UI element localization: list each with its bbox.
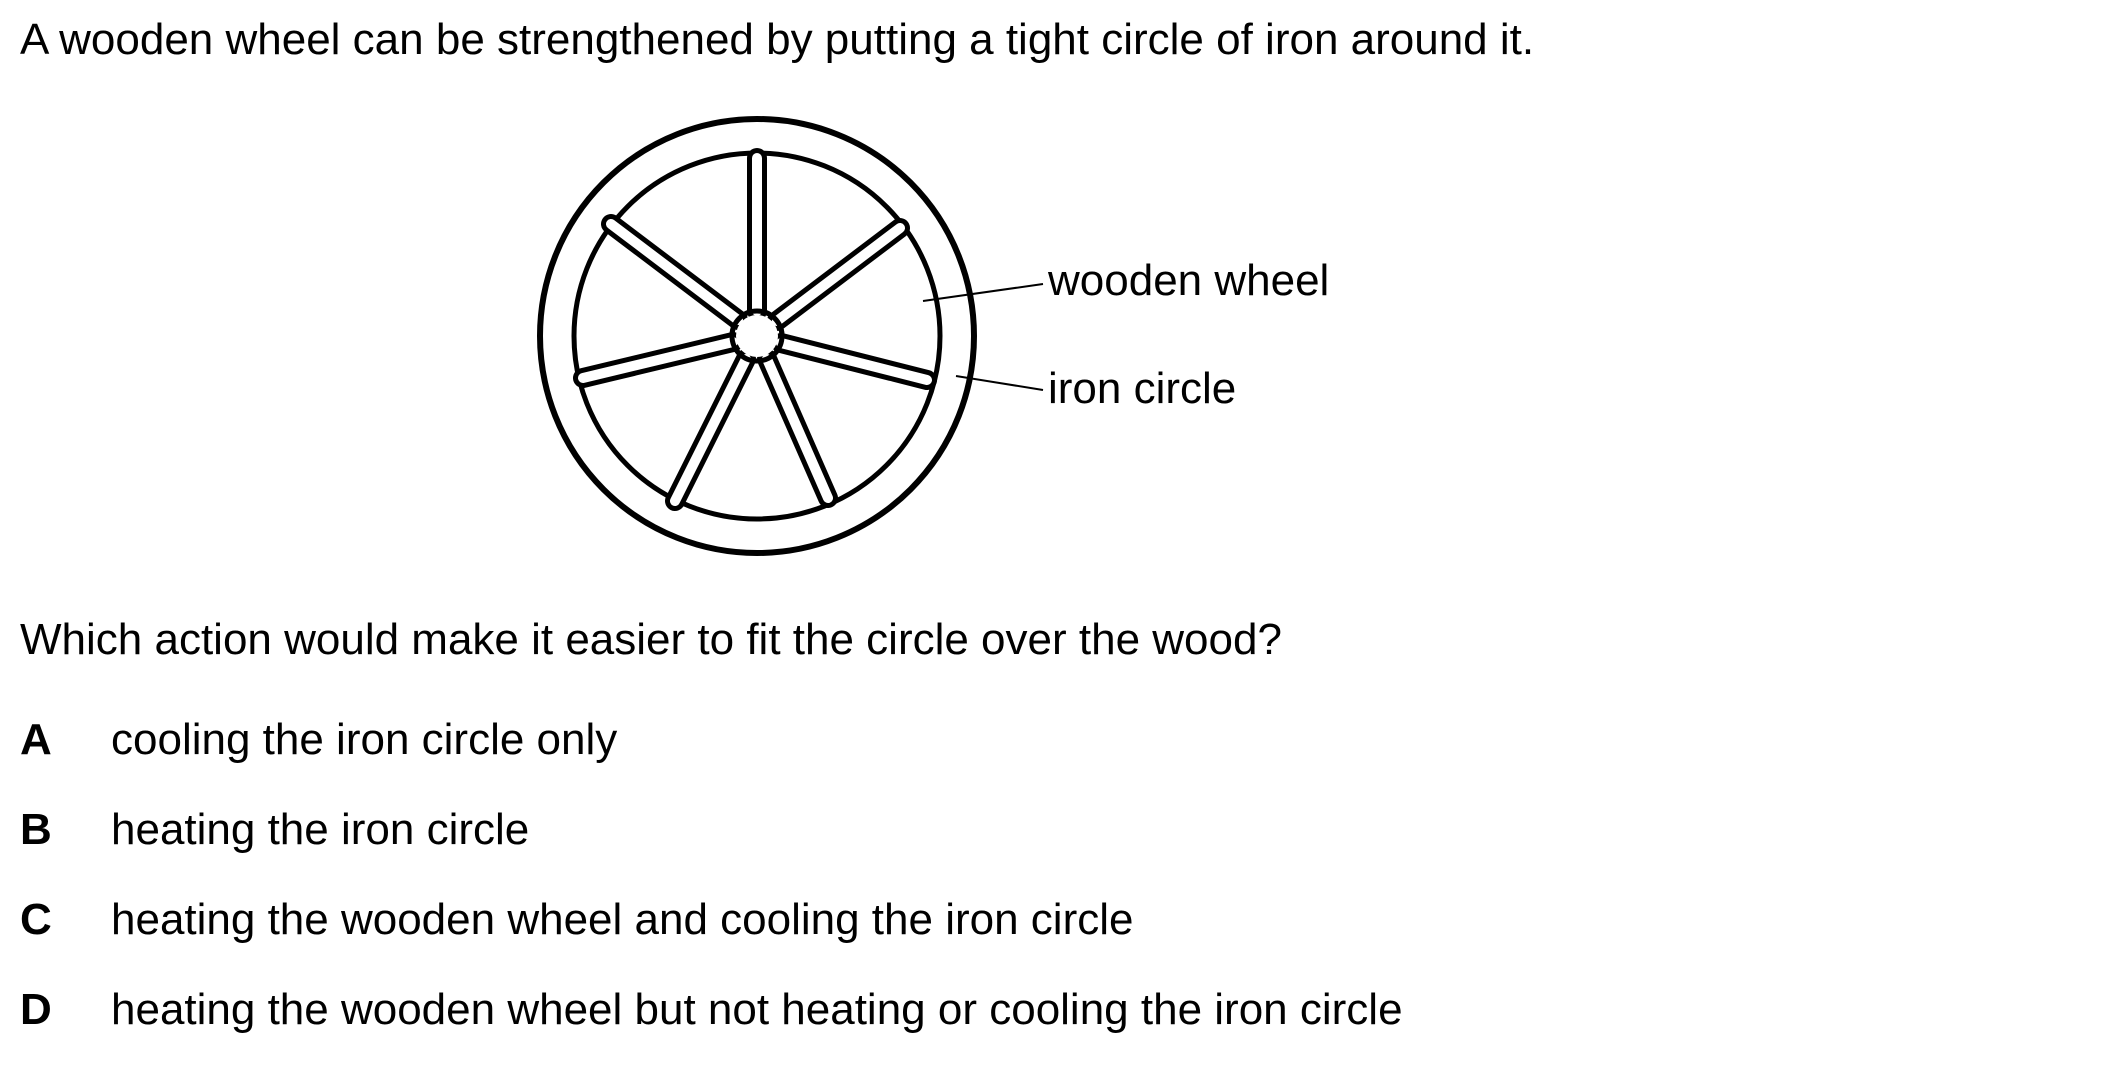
option-d-text: heating the wooden wheel but not heating… <box>111 985 1403 1034</box>
option-c-letter: C <box>20 895 52 944</box>
option-c-text: heating the wooden wheel and cooling the… <box>111 895 1134 944</box>
option-a-text: cooling the iron circle only <box>111 715 618 764</box>
wooden-wheel-label: wooden wheel <box>1048 256 1330 305</box>
iron-circle-leader <box>955 375 1044 391</box>
wooden-wheel-leader <box>922 283 1044 302</box>
option-d-letter: D <box>20 985 52 1034</box>
iron-circle-label: iron circle <box>1048 364 1237 413</box>
option-b-text: heating the iron circle <box>111 805 530 854</box>
option-d[interactable]: D heating the wooden wheel but not heati… <box>20 982 1620 1072</box>
option-a[interactable]: A cooling the iron circle only <box>20 712 1620 802</box>
iron-circle-outer <box>537 116 977 556</box>
wheel-diagram: wooden wheel iron circle <box>520 108 1520 588</box>
option-a-letter: A <box>20 715 52 764</box>
question-prompt: Which action would make it easier to fit… <box>20 615 1282 664</box>
option-b-letter: B <box>20 805 52 854</box>
question-intro: A wooden wheel can be strengthened by pu… <box>20 15 1535 64</box>
option-c[interactable]: C heating the wooden wheel and cooling t… <box>20 892 1620 982</box>
answer-options: A cooling the iron circle only B heating… <box>20 712 1620 1072</box>
option-b[interactable]: B heating the iron circle <box>20 802 1620 892</box>
